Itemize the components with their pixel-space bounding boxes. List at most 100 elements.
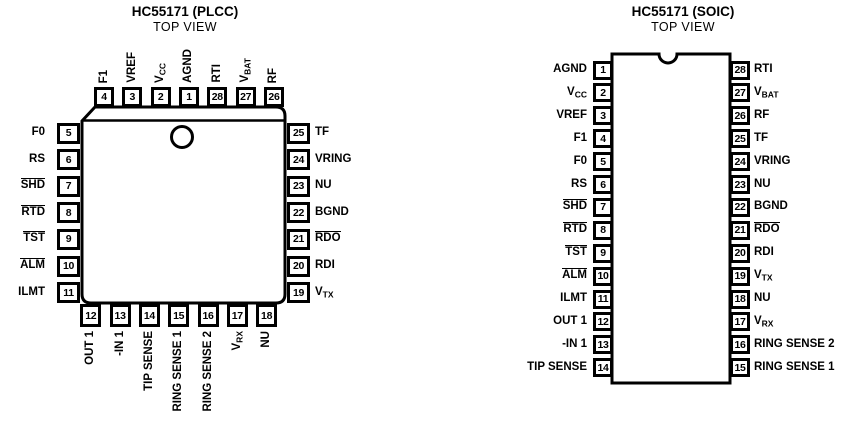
overline-bar: RDO	[315, 231, 341, 244]
pin-label-text: RING SENSE 1	[172, 331, 185, 412]
pin-label-text: NU	[315, 179, 332, 192]
pin-label-text: VRING	[754, 154, 791, 167]
pin-label: VCC	[153, 63, 171, 83]
pin-number: 22	[292, 206, 305, 219]
pin-label-text: RING SENSE 2	[201, 331, 214, 412]
plcc-title: HC55171 (PLCC)	[131, 4, 239, 19]
pin-label-text: SHD	[20, 179, 45, 192]
pin-label-text: ALM	[20, 259, 45, 271]
overline-bar: RDO	[754, 222, 780, 235]
pin-box: 1	[593, 60, 613, 80]
pin-label-text: F0	[573, 154, 587, 167]
pin-label-text: RING SENSE 1	[754, 360, 835, 373]
pin-number: 20	[292, 260, 305, 272]
pin-number: 27	[240, 91, 252, 103]
pin-label: NU	[315, 178, 332, 193]
pin-number: 23	[734, 178, 746, 191]
pin-number: 18	[734, 293, 746, 305]
pin-number: 14	[143, 309, 155, 322]
pin-box: 10	[593, 266, 613, 286]
pin-label-text: RDI	[315, 259, 335, 271]
pin-label: VTX	[315, 285, 334, 303]
pin-box: 12	[80, 304, 102, 327]
pin-label: RDI	[315, 258, 335, 273]
pin-label: VREF	[556, 108, 587, 123]
pin-box: 24	[730, 152, 750, 172]
soic-subtitle: TOP VIEW	[651, 20, 715, 34]
pin-box: 1	[178, 87, 199, 107]
pin-box: 14	[593, 358, 613, 378]
pin-number: 21	[734, 224, 746, 237]
pin-box: 4	[593, 129, 613, 149]
pin-label-text: RTI	[754, 63, 773, 75]
pin-label-text: -IN 1	[113, 331, 126, 356]
pin-label-text: RF	[754, 108, 770, 121]
pin-box: 27	[235, 87, 256, 107]
pin-label: TF	[754, 131, 768, 146]
pin-box: 7	[593, 197, 613, 217]
pin-box: 5	[593, 152, 613, 172]
pin-label-text: V	[239, 75, 252, 83]
pin-label: SHD	[20, 178, 45, 193]
pin-box: 21	[287, 228, 310, 250]
pin-label-text: -IN 1	[562, 337, 587, 350]
pin-label-text: ILMT	[18, 285, 45, 298]
pin-label: VRING	[754, 154, 790, 169]
overline-bar: TST	[23, 231, 45, 244]
pin-box: 9	[593, 243, 613, 263]
pin-box: 5	[57, 122, 80, 144]
pin-label: TST	[565, 245, 587, 260]
pin-label-text: F0	[31, 126, 45, 138]
pin-label-subscript: CC	[574, 89, 587, 100]
pin-number: 8	[600, 224, 606, 237]
pin-box: 10	[57, 255, 80, 277]
pin-label: F1	[574, 131, 587, 146]
pin-box: 19	[287, 282, 310, 304]
pin-label: RS	[29, 152, 45, 167]
pin-number: 26	[268, 91, 280, 103]
pin-box: 15	[168, 304, 190, 327]
pin-box: 25	[730, 129, 750, 149]
pin-box: 2	[150, 87, 171, 107]
pin-box: 22	[287, 202, 310, 224]
pin-label-text: V	[754, 85, 762, 98]
pin-label: ALM	[562, 268, 587, 283]
pin-label: ILMT	[18, 285, 45, 300]
pin-label-text: NU	[754, 177, 771, 190]
pin-number: 5	[65, 127, 72, 139]
pin-box: 17	[226, 304, 248, 327]
pin-label-subscript: RX	[761, 318, 774, 329]
pin-label: TIP SENSE	[527, 360, 587, 375]
pin-label: OUT 1	[83, 331, 98, 365]
pin-number: 20	[734, 247, 746, 260]
pin-label: TF	[315, 125, 329, 140]
pin-number: 15	[734, 361, 746, 374]
pin-number: 13	[114, 309, 126, 322]
pin-box: 19	[730, 266, 750, 286]
pin-box: 20	[287, 255, 310, 277]
pin-label-text: V	[154, 75, 167, 83]
pin-label-text: RDO	[315, 232, 341, 245]
overline-bar: RTD	[563, 222, 587, 235]
pin-label-text: BGND	[315, 205, 349, 218]
pin-number: 3	[600, 109, 606, 122]
pin-label-text: BGND	[754, 200, 788, 213]
pin-number: 16	[734, 338, 746, 351]
pin-label: -IN 1	[562, 337, 587, 352]
pin-label-text: ILMT	[560, 292, 587, 304]
plcc-package-outline	[80, 105, 287, 305]
pin-box: 11	[57, 282, 80, 304]
pin-label-subscript: CC	[157, 63, 168, 76]
pin-label: RTD	[21, 204, 45, 220]
plcc-subtitle: TOP VIEW	[153, 20, 217, 34]
pin-number: 13	[597, 338, 609, 351]
pin-box: 28	[730, 60, 750, 80]
pin-label-text: NU	[754, 292, 771, 304]
pin-label: VRING	[315, 152, 351, 167]
plcc-pin1-indicator-dot	[170, 125, 194, 149]
pin-label: VTX	[754, 268, 773, 286]
pin-number: 10	[597, 270, 609, 283]
pin-number: 25	[292, 127, 305, 139]
